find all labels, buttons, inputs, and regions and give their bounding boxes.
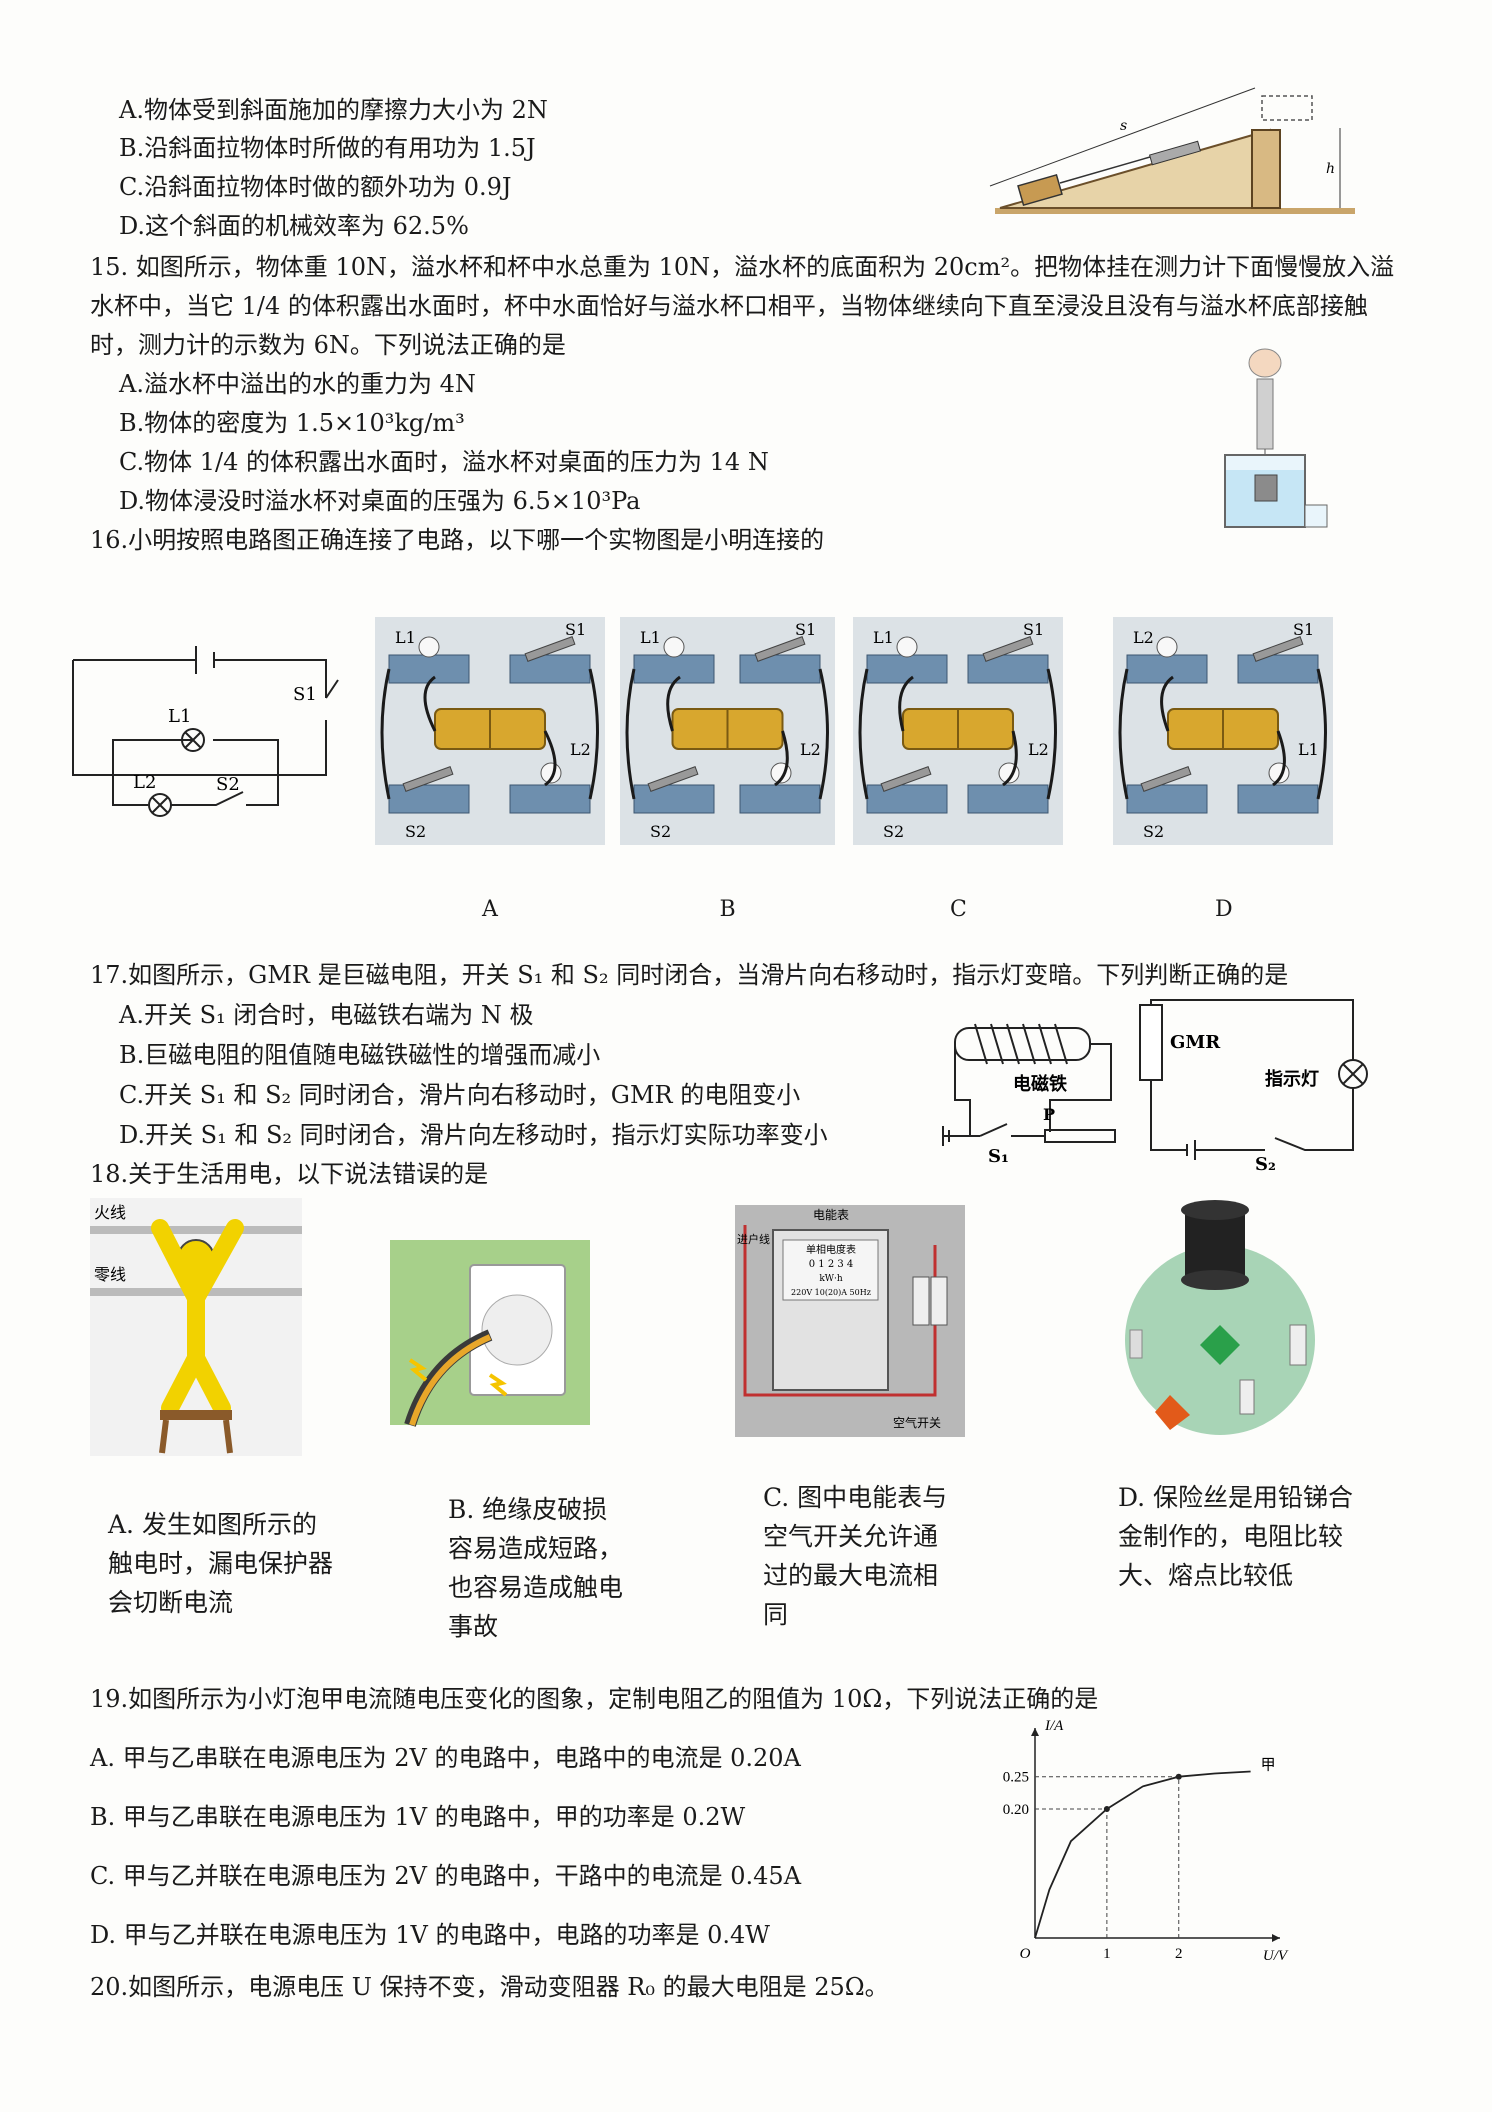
x-axis-label: U/V — [1263, 1948, 1289, 1964]
series-line-jia — [1034, 1770, 1251, 1939]
y-axis-arrow — [1031, 1728, 1039, 1736]
photo-label-tr: S1 — [1023, 620, 1044, 639]
y-axis-label: I/A — [1044, 1718, 1064, 1734]
schematic-label-s1: S1 — [293, 684, 317, 705]
label-s1: S₁ — [988, 1146, 1009, 1167]
photo-label-bl: S2 — [883, 822, 904, 841]
photo-label-tr: S1 — [565, 620, 586, 639]
q17-option-a: A.开关 S₁ 闭合时，电磁铁右端为 N 极 — [119, 1001, 534, 1029]
q18-caption-a: A. 发生如图所示的触电时，漏电保护器会切断电流 — [108, 1510, 334, 1617]
q19-option-a: A. 甲与乙串联在电源电压为 2V 的电路中，电路中的电流是 0.20A — [90, 1744, 801, 1772]
q17-option-d: D.开关 S₁ 和 S₂ 同时闭合，滑片向左移动时，指示灯实际功率变小 — [119, 1121, 828, 1149]
q19-option-c: C. 甲与乙并联在电源电压为 2V 的电路中，干路中的电流是 0.45A — [90, 1862, 802, 1890]
label-incoming-line: 进户线 — [737, 1232, 770, 1246]
data-point-1 — [1175, 1773, 1182, 1780]
q18-caption-d: D. 保险丝是用铅锑合金制作的，电阻比较大、熔点比较低 — [1118, 1483, 1354, 1590]
q18-fig-electric-shock: 火线 零线 — [90, 1198, 302, 1456]
photo-label-br: L2 — [1028, 740, 1049, 759]
q16-option-letter-c[interactable]: C — [950, 897, 967, 922]
q19-stem: 19.如图所示为小灯泡甲电流随电压变化的图象，定制电阻乙的阻值为 10Ω，下列说… — [90, 1685, 1099, 1713]
photo-label-br: L2 — [570, 740, 591, 759]
photo-label-bl: S2 — [405, 822, 426, 841]
y-tick-label-025: 0.25 — [1003, 1770, 1029, 1786]
q14-option-d: D.这个斜面的机械效率为 62.5% — [119, 212, 469, 240]
meter-rating: 220V 10(20)A 50Hz — [791, 1288, 871, 1297]
schematic-label-l1: L1 — [168, 706, 191, 727]
q16-option-letter-a[interactable]: A — [482, 897, 498, 922]
q18-caption-b: B. 绝缘皮破损容易造成短路，也容易造成触电事故 — [448, 1495, 624, 1641]
label-neutral-wire: 零线 — [94, 1265, 126, 1284]
q15-stem: 15. 如图所示，物体重 10N，溢水杯和杯中水总重为 10N，溢水杯的底面积为… — [90, 253, 1395, 359]
meter-name: 单相电度表 — [806, 1243, 856, 1256]
q14-option-b: B.沿斜面拉物体时所做的有用功为 1.5J — [119, 134, 536, 162]
label-gmr: GMR — [1170, 1032, 1221, 1053]
q15-option-c: C.物体 1/4 的体积露出水面时，溢水杯对桌面的压力为 14 N — [119, 448, 769, 476]
iu-graph: I/A U/V O 1 2 0.20 0.25 甲 — [1003, 1718, 1289, 1964]
q15-option-d: D.物体浸没时溢水杯对桌面的压强为 6.5×10³Pa — [119, 487, 641, 515]
y-tick-label-020: 0.20 — [1003, 1802, 1029, 1818]
q18-fig-electric-meter: 电能表 进户线 单相电度表 0 1 2 3 4 kW·h 220V 10(20)… — [735, 1205, 965, 1437]
q14-option-c: C.沿斜面拉物体时做的额外功为 0.9J — [119, 173, 512, 201]
incline-figure: s h — [989, 87, 1355, 214]
overflow-cup-figure — [1224, 348, 1328, 528]
label-indicator-lamp: 指示灯 — [1265, 1068, 1319, 1090]
q18-fig-damaged-plug — [390, 1240, 590, 1427]
x-tick-label-2: 2 — [1175, 1946, 1183, 1962]
photo-label-br: L2 — [800, 740, 821, 759]
label-live-wire: 火线 — [94, 1203, 126, 1222]
q16-option-letter-d[interactable]: D — [1215, 897, 1233, 922]
q16-schematic: L1 S1 L2 S2 — [72, 646, 339, 817]
label-electromagnet: 电磁铁 — [1013, 1073, 1067, 1095]
photo-label-tl: L1 — [395, 628, 416, 647]
photo-label-bl: S2 — [650, 822, 671, 841]
q17-option-c: C.开关 S₁ 和 S₂ 同时闭合，滑片向右移动时，GMR 的电阻变小 — [119, 1081, 801, 1109]
photo-label-tr: S1 — [795, 620, 816, 639]
q15-option-b: B.物体的密度为 1.5×10³kg/m³ — [119, 409, 465, 437]
schematic-label-l2: L2 — [133, 772, 156, 793]
q20-stem: 20.如图所示，电源电压 U 保持不变，滑动变阻器 R₀ 的最大电阻是 25Ω。 — [90, 1973, 889, 2001]
q19-option-d: D. 甲与乙并联在电源电压为 1V 的电路中，电路的功率是 0.4W — [90, 1921, 770, 1949]
photo-label-tl: L1 — [873, 628, 894, 647]
q16-stem: 16.小明按照电路图正确连接了电路，以下哪一个实物图是小明连接的 — [90, 526, 825, 554]
x-tick-label-1: 1 — [1103, 1946, 1111, 1962]
x-axis-arrow — [1272, 1934, 1280, 1942]
meter-digits: 0 1 2 3 4 — [809, 1259, 854, 1270]
label-slider-p: P — [1043, 1105, 1055, 1124]
label-air-switch: 空气开关 — [893, 1415, 941, 1430]
meter-title: 电能表 — [813, 1208, 849, 1222]
photo-label-tr: S1 — [1293, 620, 1314, 639]
origin-label: O — [1020, 1946, 1031, 1962]
photo-label-br: L1 — [1298, 740, 1319, 759]
data-point-0 — [1103, 1805, 1110, 1812]
incline-label-h: h — [1326, 161, 1335, 177]
photo-label-bl: S2 — [1143, 822, 1164, 841]
q14-option-a: A.物体受到斜面施加的摩擦力大小为 2N — [119, 96, 548, 124]
q17-option-b: B.巨磁电阻的阻值随电磁铁磁性的增强而减小 — [119, 1041, 601, 1069]
label-s2: S₂ — [1255, 1154, 1276, 1175]
photo-label-tl: L2 — [1133, 628, 1154, 647]
schematic-label-s2: S2 — [216, 774, 240, 795]
q19-option-b: B. 甲与乙串联在电源电压为 1V 的电路中，甲的功率是 0.2W — [90, 1803, 746, 1831]
gmr-circuit-figure: 电磁铁 GMR 指示灯 P S₁ S₂ — [942, 999, 1368, 1175]
q17-stem: 17.如图所示，GMR 是巨磁电阻，开关 S₁ 和 S₂ 同时闭合，当滑片向右移… — [90, 961, 1289, 989]
incline-label-s: s — [1120, 118, 1127, 134]
series-name-jia: 甲 — [1261, 1758, 1276, 1774]
q18-stem: 18.关于生活用电，以下说法错误的是 — [90, 1160, 489, 1188]
q18-caption-c: C. 图中电能表与空气开关允许通过的最大电流相同 — [763, 1483, 948, 1629]
q18-fig-fuses — [1125, 1200, 1315, 1435]
q15-option-a: A.溢水杯中溢出的水的重力为 4N — [119, 370, 476, 398]
photo-label-tl: L1 — [640, 628, 661, 647]
q16-option-letter-b[interactable]: B — [719, 897, 736, 922]
meter-unit: kW·h — [819, 1274, 843, 1284]
